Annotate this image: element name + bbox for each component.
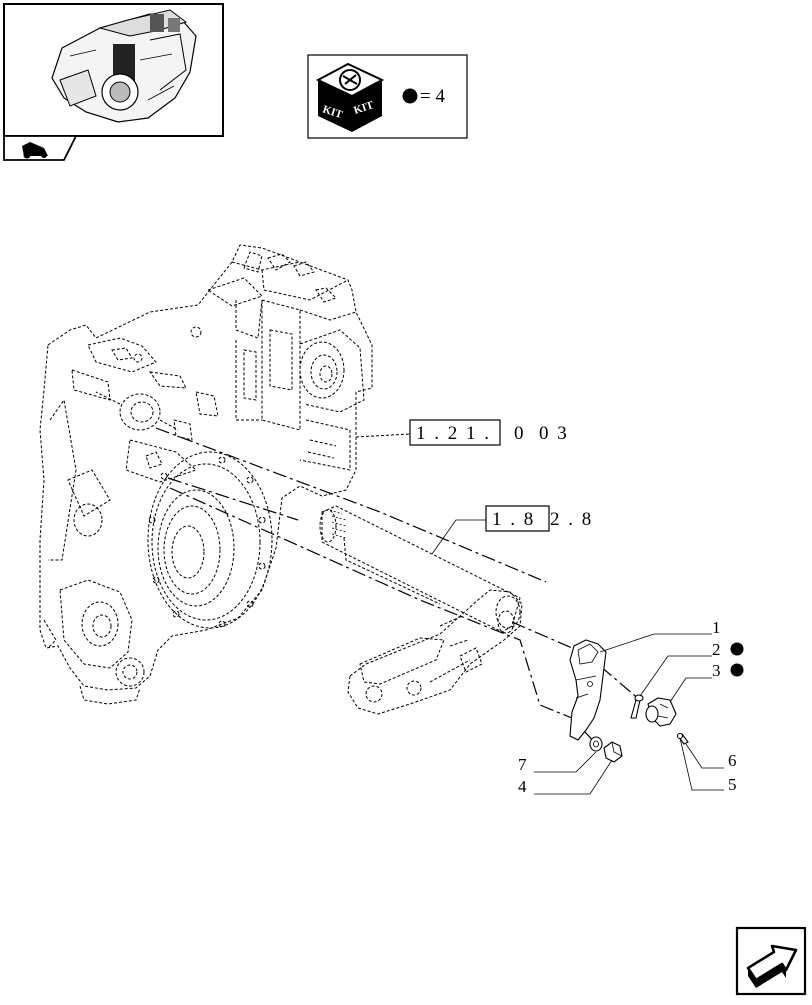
part-5-6-screw xyxy=(676,732,689,745)
kit-box-icon: KIT KIT xyxy=(315,62,385,132)
kit-legend: KIT KIT = 4 xyxy=(307,54,468,139)
kit-marker-dot xyxy=(730,642,744,656)
next-page-arrow-icon xyxy=(746,944,798,988)
kit-marker-dot xyxy=(730,663,744,677)
callout-5: 5 xyxy=(728,775,737,794)
part-4-bolt xyxy=(603,741,623,763)
assembly-axis-lines xyxy=(155,427,641,747)
next-page-button[interactable] xyxy=(735,926,807,996)
part-2-pin xyxy=(630,694,644,719)
reference-rest-part: 2 . 8 xyxy=(550,509,593,530)
reference-boxed-part: 1 . 8 xyxy=(492,509,535,530)
callout-3: 3 xyxy=(712,661,721,680)
reference-boxed-part: 1 . 2 1 . xyxy=(416,423,491,444)
folder-tab[interactable] xyxy=(3,135,78,161)
callout-2: 2 xyxy=(712,640,721,659)
assembly-thumbnail[interactable] xyxy=(3,3,224,137)
transmission-housing xyxy=(39,244,373,705)
part-7-washer xyxy=(589,736,603,752)
lift-arm-shaft xyxy=(319,505,523,715)
callout-6: 6 xyxy=(728,751,737,770)
callouts: 1 2 3 6 5 7 4 xyxy=(518,618,744,796)
callout-1: 1 xyxy=(712,618,721,637)
part-3-sensor xyxy=(645,697,677,727)
reference-rest-part: 0 0 3 xyxy=(514,423,569,444)
part-1-bracket xyxy=(569,639,607,741)
callout-4: 4 xyxy=(518,777,527,796)
callout-7: 7 xyxy=(518,755,527,774)
reference-1-82-8[interactable]: 1 . 8 2 . 8 xyxy=(431,505,593,555)
assembly-thumbnail-icon xyxy=(51,9,197,123)
tractor-tab-icon xyxy=(22,142,48,159)
reference-1-21-003[interactable]: 1 . 2 1 . 0 0 3 xyxy=(355,419,569,446)
kit-quantity-label: = 4 xyxy=(420,86,445,107)
filled-dot-icon xyxy=(402,88,418,104)
